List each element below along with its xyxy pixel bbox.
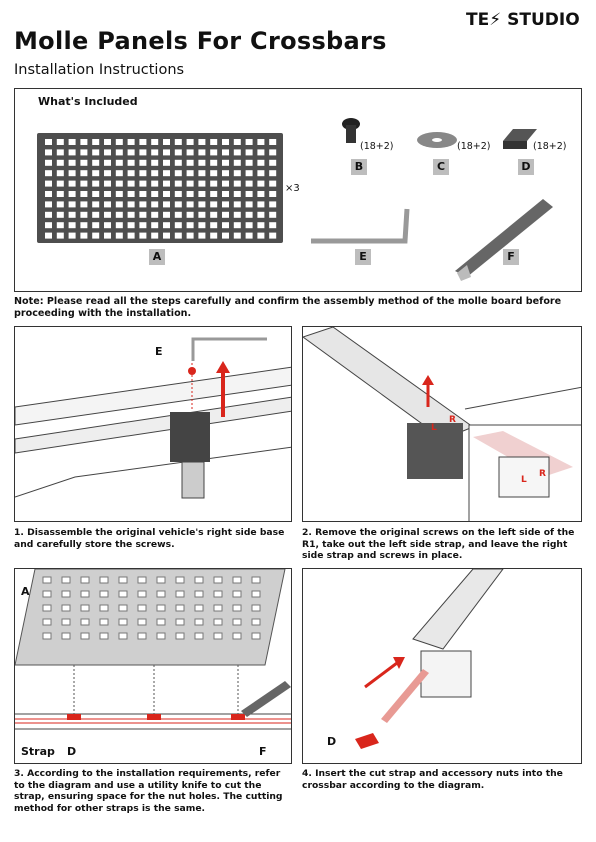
included-title: What's Included — [38, 95, 138, 108]
step3-figure: A Strap D F — [14, 568, 292, 764]
hex-key-icon — [311, 208, 410, 244]
step2-label-r2: R — [539, 469, 546, 479]
step2-figure: L R L R — [302, 326, 582, 522]
screw-icon — [342, 118, 360, 143]
item-qty-b: (18+2) — [360, 141, 394, 152]
item-letter-c: C — [433, 159, 449, 175]
brand-name-right: STUDIO — [507, 10, 580, 30]
molle-panel-icon — [37, 133, 283, 243]
item-letter-f: F — [503, 249, 519, 265]
bolt-icon: ⚡ — [489, 10, 502, 30]
step1-figure: E — [14, 326, 292, 522]
item-letter-a: A — [149, 249, 165, 265]
step3-text: 3. According to the installation require… — [14, 768, 283, 814]
included-box: What's Included ×3 A — [14, 88, 582, 292]
step3-label-a: A — [21, 585, 30, 598]
step4-text: 4. Insert the cut strap and accessory nu… — [302, 768, 563, 791]
item-letter-b: B — [351, 159, 367, 175]
utility-knife-icon — [455, 199, 553, 281]
step4-label-d: D — [327, 735, 337, 748]
step2-text: 2. Remove the original screws on the lef… — [302, 527, 575, 561]
item-qty-d: (18+2) — [533, 141, 567, 152]
brand-name-left: TE — [466, 10, 490, 30]
brand-logo: TE⚡STUDIO — [466, 10, 580, 30]
step3-label-d: D — [67, 745, 77, 758]
included-illustration — [37, 118, 553, 281]
step3-label-f: F — [259, 745, 267, 758]
step4-figure: D — [302, 568, 582, 764]
page-title: Molle Panels For Crossbars — [14, 27, 387, 55]
installation-note: Note: Please read all the steps carefull… — [14, 296, 562, 319]
nut-icon — [503, 129, 537, 149]
panel-multiplier: ×3 — [285, 183, 300, 194]
step2-label-r: R — [449, 415, 456, 425]
step1-text: 1. Disassemble the original vehicle's ri… — [14, 527, 285, 550]
step2-label-l: L — [431, 423, 437, 433]
item-letter-e: E — [355, 249, 371, 265]
item-qty-c: (18+2) — [457, 141, 491, 152]
page-subtitle: Installation Instructions — [14, 62, 185, 78]
step1-label-e: E — [155, 345, 163, 358]
washer-icon — [417, 132, 457, 148]
step3-label-strap: Strap — [21, 745, 55, 758]
item-letter-d: D — [518, 159, 534, 175]
step2-label-l2: L — [521, 475, 527, 485]
